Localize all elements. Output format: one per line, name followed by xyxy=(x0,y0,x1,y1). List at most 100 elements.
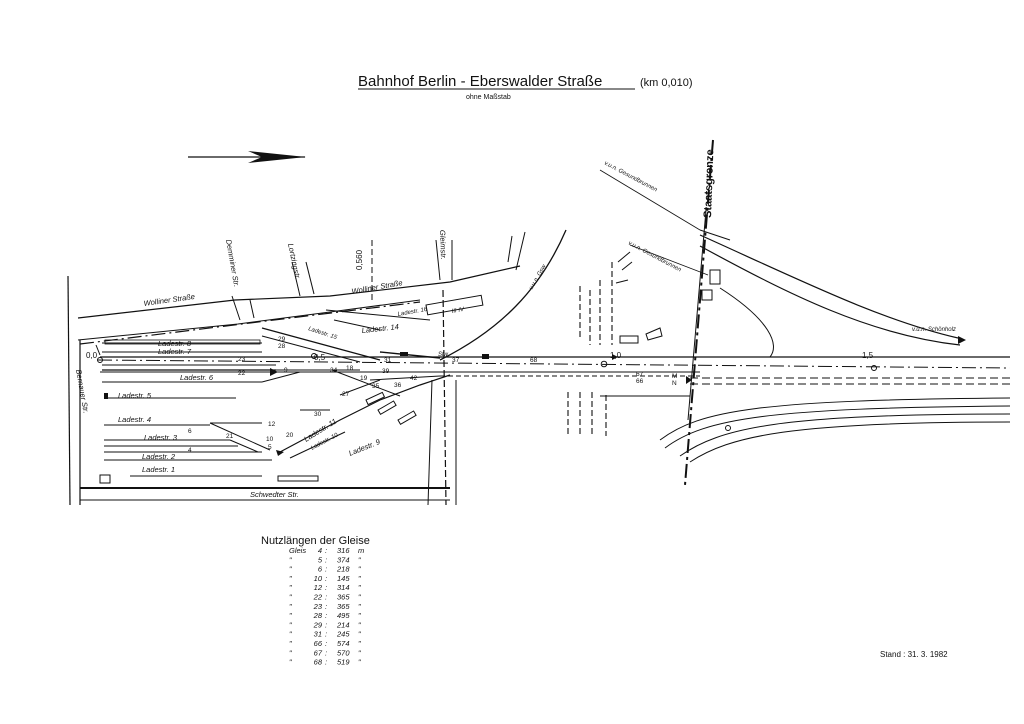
ladestr-5: Ladestr. 5 xyxy=(118,391,152,400)
track-36: 36 xyxy=(394,382,402,389)
nutzlaengen-value: 365 xyxy=(337,593,350,602)
nutzlaengen-row: "23:365" xyxy=(289,602,361,611)
nutzlaengen-gleis: 28 xyxy=(313,611,323,620)
nutzlaengen-value: 374 xyxy=(337,555,350,564)
track-29: 29 xyxy=(278,336,286,343)
ladestr-14: Ladestr. 14 xyxy=(361,322,399,335)
nutzlaengen-prefix: " xyxy=(289,583,292,592)
nutzlaengen-prefix: " xyxy=(289,611,292,620)
track-9: 9 xyxy=(284,367,288,374)
ramp-label: III IV xyxy=(451,307,465,315)
nutzlaengen-gleis: 12 xyxy=(314,583,323,592)
track-12: 12 xyxy=(268,421,276,428)
ladestr-9: Ladestr. 9 xyxy=(347,437,382,458)
nutzlaengen-sep: : xyxy=(325,546,327,555)
nutzlaengen-prefix: " xyxy=(289,593,292,602)
track-22: 22 xyxy=(238,370,246,377)
nutzlaengen-sep: : xyxy=(325,630,327,639)
nutzlaengen-value: 214 xyxy=(336,620,350,629)
nutzlaengen-sep: : xyxy=(325,565,327,574)
track-28: 28 xyxy=(278,343,286,350)
track-67: 67 xyxy=(636,371,644,378)
track-20: 20 xyxy=(286,432,294,439)
track-21: 21 xyxy=(226,433,234,440)
ladestr-2: Ladestr. 2 xyxy=(142,452,176,461)
track-30: 30 xyxy=(314,411,322,418)
nutzlaengen-value: 574 xyxy=(337,639,350,648)
track-68: 68 xyxy=(530,357,538,364)
nutzlaengen-prefix: " xyxy=(289,648,292,657)
street-wolliner-right: Wolliner Straße xyxy=(351,278,403,296)
nutzlaengen-unit: " xyxy=(358,555,361,564)
nutzlaengen-value: 314 xyxy=(337,583,350,592)
nutzlaengen-prefix: " xyxy=(289,658,292,667)
nutzlaengen-gleis: 23 xyxy=(313,602,323,611)
track-35: 35 xyxy=(372,383,380,390)
nutzlaengen-sep: : xyxy=(325,574,327,583)
street-gleim: Gleimstr. xyxy=(438,230,448,260)
ladestr-7: Ladestr. 7 xyxy=(158,347,192,356)
nutzlaengen-value: 570 xyxy=(337,648,350,657)
ladestr-4: Ladestr. 4 xyxy=(118,415,151,424)
plan-subtitle: ohne Maßstab xyxy=(466,94,511,101)
nutzlaengen-unit: " xyxy=(358,565,361,574)
nutzlaengen-heading: Nutzlängen der Gleise xyxy=(261,535,370,547)
nutzlaengen-sep: : xyxy=(325,555,327,564)
nutzlaengen-unit: " xyxy=(358,658,361,667)
direction-gsw: v.u.n. Gsw xyxy=(529,263,548,291)
main-tracks xyxy=(79,139,1011,506)
track-19: 19 xyxy=(360,375,368,382)
ladestr-15: Ladestr. 15 xyxy=(307,326,338,341)
km-00: 0,0 xyxy=(86,351,98,360)
nutzlaengen-row: "67:570" xyxy=(289,648,361,657)
nutzlaengen-gleis: 22 xyxy=(313,593,323,602)
ladestr-8: Ladestr. 8 xyxy=(158,339,192,348)
nutzlaengen-sep: : xyxy=(325,648,327,657)
track-18: 18 xyxy=(346,365,354,372)
nutzlaengen-unit: " xyxy=(358,648,361,657)
plan-title: Bahnhof Berlin - Eberswalder Straße xyxy=(358,73,602,90)
nutzlaengen-unit: " xyxy=(358,593,361,602)
nutzlaengen-gleis: 66 xyxy=(314,639,323,648)
track-66: 66 xyxy=(636,378,644,385)
direction-gesundbrunnen-2: v.u.n. Gesundbrunnen xyxy=(627,240,682,273)
nutzlaengen-row: "28:495" xyxy=(289,611,361,620)
track-31: 31 xyxy=(384,357,392,364)
ladestr-1: Ladestr. 1 xyxy=(142,465,175,474)
nutzlaengen-prefix: Gleis xyxy=(289,546,306,555)
track-37: 37 xyxy=(452,357,460,364)
nutzlaengen-prefix: " xyxy=(289,574,292,583)
km-05: 0,5 xyxy=(314,353,326,362)
nutzlaengen-gleis: 5 xyxy=(318,555,323,564)
nutzlaengen-value: 316 xyxy=(337,546,350,555)
direction-arrow-icon xyxy=(188,151,306,163)
staatsgrenze-label: Staatsgrenze xyxy=(702,149,716,218)
nutzlaengen-unit: " xyxy=(358,602,361,611)
nutzlaengen-gleis: 68 xyxy=(314,658,323,667)
nutzlaengen-row: "5:374" xyxy=(289,555,361,564)
ladestr-16: Ladestr. 16 xyxy=(397,307,428,318)
ladestr-6: Ladestr. 6 xyxy=(180,373,214,382)
nutzlaengen-gleis: 6 xyxy=(318,565,323,574)
track-42: 42 xyxy=(410,375,418,382)
track-10: 10 xyxy=(266,436,274,443)
street-schwedter: Schwedter Str. xyxy=(250,490,299,499)
nutzlaengen-value: 365 xyxy=(337,602,350,611)
nutzlaengen-row: "6:218" xyxy=(289,565,361,574)
ladestr-3: Ladestr. 3 xyxy=(144,433,178,442)
nutzlaengen-prefix: " xyxy=(289,565,292,574)
nutzlaengen-gleis: 4 xyxy=(318,546,322,555)
nutzlaengen-sep: : xyxy=(325,639,327,648)
nutzlaengen-sep: : xyxy=(325,611,327,620)
nutzlaengen-unit: " xyxy=(358,620,361,629)
km-10: 1,0 xyxy=(610,351,622,360)
nutzlaengen-gleis: 10 xyxy=(314,574,323,583)
signal-n: N xyxy=(672,380,677,387)
nutzlaengen-row: "66:574" xyxy=(289,639,361,648)
km-0560: 0,560 xyxy=(355,249,364,270)
nutzlaengen-prefix: " xyxy=(289,630,292,639)
km-15: 1,5 xyxy=(862,351,874,360)
